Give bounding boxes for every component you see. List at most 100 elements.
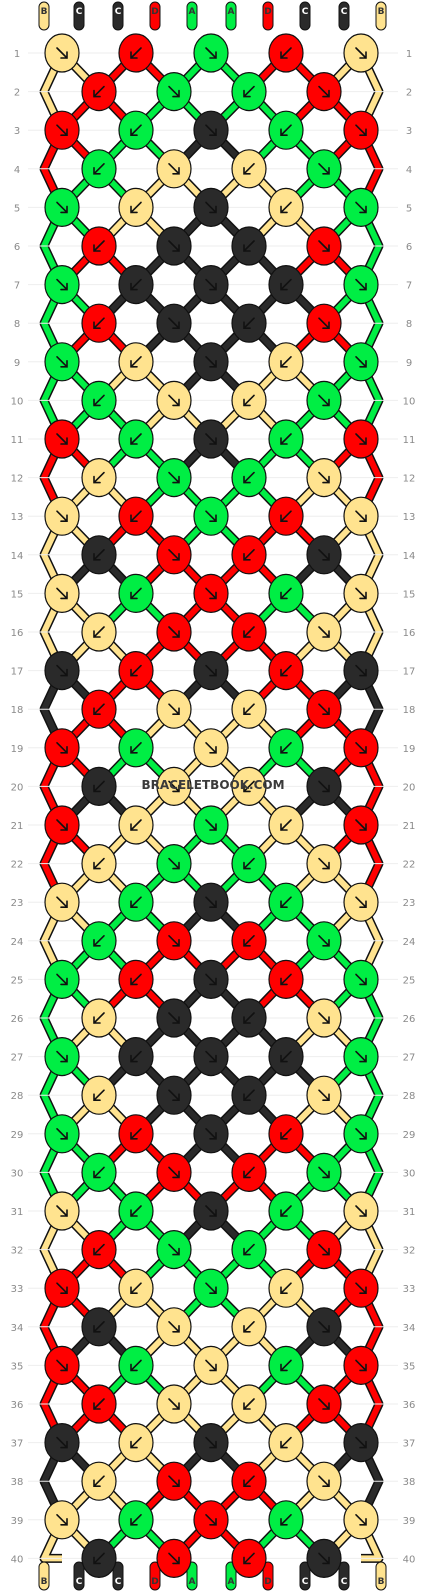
knot[interactable] [193,728,229,768]
knot[interactable] [81,1538,117,1579]
knot[interactable] [343,1036,379,1077]
knot[interactable] [193,419,229,459]
knot[interactable] [231,998,267,1038]
knot[interactable] [343,33,379,73]
knot[interactable] [343,187,379,227]
knot[interactable] [306,1384,342,1424]
knot[interactable] [231,766,267,807]
knot[interactable] [81,71,117,112]
knot[interactable] [268,959,304,1000]
knot[interactable] [81,303,117,343]
knot[interactable] [306,1461,342,1501]
knot[interactable] [44,187,80,227]
knot[interactable] [193,110,229,150]
knot[interactable] [118,1191,154,1231]
knot[interactable] [118,110,154,150]
knot[interactable] [44,1422,80,1463]
knot[interactable] [306,303,342,343]
knot[interactable] [306,535,342,575]
knot[interactable] [343,265,379,305]
knot[interactable] [81,380,117,420]
knot[interactable] [268,1114,304,1154]
knot[interactable] [231,380,267,420]
knot[interactable] [231,303,267,343]
knot[interactable] [193,1500,229,1540]
knot[interactable] [306,1538,342,1579]
knot[interactable] [44,1191,80,1231]
knot[interactable] [193,573,229,614]
knot[interactable] [343,1345,379,1386]
knot[interactable] [268,419,304,459]
knot[interactable] [118,187,154,227]
knot[interactable] [118,419,154,459]
knot[interactable] [44,805,80,845]
knot[interactable] [268,1036,304,1077]
knot[interactable] [193,33,229,73]
knot[interactable] [118,33,154,73]
knot[interactable] [156,921,192,961]
knot[interactable] [268,33,304,73]
knot[interactable] [231,226,267,266]
knot[interactable] [193,496,229,536]
knot[interactable] [343,650,379,691]
knot[interactable] [118,265,154,305]
knot[interactable] [156,149,192,189]
knot[interactable] [268,1422,304,1463]
knot[interactable] [118,882,154,922]
knot[interactable] [343,805,379,845]
knot[interactable] [44,650,80,691]
knot[interactable] [156,1538,192,1579]
knot[interactable] [268,805,304,845]
knot[interactable] [343,573,379,614]
knot[interactable] [343,1114,379,1154]
knot[interactable] [268,573,304,614]
knot[interactable] [44,1036,80,1077]
knot[interactable] [81,458,117,498]
knot[interactable] [193,1268,229,1308]
knot[interactable] [268,342,304,382]
knot[interactable] [231,843,267,884]
knot[interactable] [156,380,192,420]
knot[interactable] [44,419,80,459]
knot[interactable] [343,419,379,459]
knot[interactable] [231,1461,267,1501]
knot[interactable] [193,1191,229,1231]
knot[interactable] [231,149,267,189]
knot[interactable] [306,149,342,189]
knot[interactable] [193,882,229,922]
knot[interactable] [44,728,80,768]
knot[interactable] [343,496,379,536]
knot[interactable] [156,1075,192,1115]
knot[interactable] [268,728,304,768]
knot[interactable] [306,1075,342,1115]
knot[interactable] [343,1422,379,1463]
knot[interactable] [268,882,304,922]
knot[interactable] [44,882,80,922]
knot[interactable] [231,1538,267,1579]
knot[interactable] [193,805,229,845]
knot[interactable] [81,843,117,884]
knot[interactable] [231,689,267,729]
knot[interactable] [306,1307,342,1347]
knot[interactable] [306,458,342,498]
knot[interactable] [231,1229,267,1270]
knot[interactable] [268,650,304,691]
knot[interactable] [81,1229,117,1270]
knot[interactable] [343,1500,379,1540]
knot[interactable] [81,149,117,189]
knot[interactable] [193,1114,229,1154]
knot[interactable] [268,1345,304,1386]
knot[interactable] [306,921,342,961]
knot[interactable] [81,612,117,652]
knot[interactable] [343,728,379,768]
knot[interactable] [231,1075,267,1115]
knot[interactable] [81,689,117,729]
knot[interactable] [81,1384,117,1424]
knot[interactable] [193,187,229,227]
knot[interactable] [231,1152,267,1193]
knot[interactable] [343,1268,379,1308]
knot[interactable] [193,650,229,691]
knot[interactable] [156,458,192,498]
knot[interactable] [343,342,379,382]
knot[interactable] [118,1422,154,1463]
